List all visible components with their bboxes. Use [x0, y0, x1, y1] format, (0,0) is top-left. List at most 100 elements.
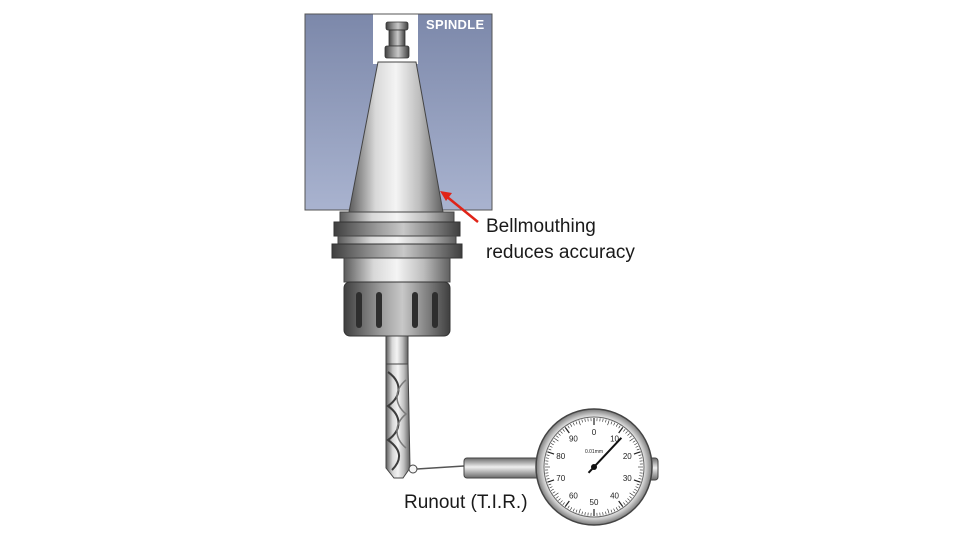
dial-tick: [632, 491, 636, 494]
dial-tick: [613, 422, 616, 426]
dial-indicator: 0 10 20 30 40 50 60 70 80 90 0.01mm: [535, 408, 659, 526]
dial-tick: [570, 507, 573, 511]
dial-tick: [578, 508, 581, 514]
dial-number: 30: [623, 474, 632, 483]
dial-tick: [575, 421, 578, 425]
dial-tick: [547, 451, 555, 455]
dial-tick: [560, 431, 563, 434]
dial-tick: [549, 445, 553, 448]
dial-tick: [602, 512, 604, 516]
toolholder-flange: [331, 211, 463, 259]
dial-tick: [558, 433, 561, 436]
dial-tick: [639, 457, 643, 459]
dial-tick: [562, 502, 565, 505]
dial-number: 0: [592, 428, 597, 437]
dial-tick: [570, 423, 573, 427]
dial-tick: [552, 491, 556, 494]
dial-number: 60: [569, 491, 578, 500]
dial-tick: [635, 445, 639, 448]
dial-tick: [575, 509, 578, 513]
dial-tick: [550, 443, 554, 446]
dial-tick: [564, 427, 570, 434]
collet-nut: [343, 257, 451, 337]
dial-tick: [636, 448, 640, 451]
dial-tick: [638, 478, 642, 480]
dial-tick: [618, 427, 624, 434]
dial-tick: [615, 423, 618, 427]
dial-tick: [581, 419, 583, 423]
dial-tick: [634, 488, 638, 491]
dial-tick: [567, 505, 570, 509]
dial-probe: [408, 457, 543, 479]
dial-tick: [632, 440, 636, 443]
dial-tick: [627, 433, 630, 436]
dial-tick: [610, 509, 613, 513]
dial-number: 10: [610, 435, 619, 444]
spindle-label: SPINDLE: [426, 17, 485, 32]
dial-tick: [554, 492, 559, 497]
dial-tick: [602, 418, 604, 422]
dial-tick: [627, 498, 630, 501]
dial-tick: [618, 505, 621, 509]
bellmouthing-label-line1: Bellmouthing: [486, 216, 596, 237]
dial-number: 70: [556, 474, 565, 483]
dial-tick: [584, 418, 586, 422]
dial-tick: [581, 511, 583, 515]
dial-number: 80: [556, 452, 565, 461]
dial-tick: [623, 502, 626, 505]
dial-tick: [633, 479, 641, 483]
retention-knob: [384, 21, 410, 59]
dial-tick: [618, 425, 621, 429]
dial-tick: [556, 435, 559, 438]
dial-tick: [618, 500, 624, 507]
bellmouthing-arrow: [440, 191, 479, 223]
dial-tick: [610, 421, 613, 425]
dial-tick: [578, 420, 581, 426]
dial-tick: [629, 496, 632, 499]
dial-tick: [629, 492, 634, 497]
dial-tick: [562, 429, 565, 432]
dial-tick: [638, 454, 642, 456]
dial-tick: [546, 454, 550, 456]
dial-tick: [572, 508, 575, 512]
dial-tick: [625, 500, 628, 503]
dial-tick: [556, 496, 559, 499]
dial-tick: [552, 440, 556, 443]
dial-tick: [635, 486, 639, 489]
dial-number: 50: [590, 498, 599, 507]
dial-tick: [605, 419, 607, 423]
dial-tick: [607, 420, 610, 426]
dial-tick: [545, 457, 549, 459]
dial-tick: [549, 486, 553, 489]
dial-tick: [567, 425, 570, 429]
dial-unit-label: 0.01mm: [585, 449, 603, 455]
drill-bit: [385, 335, 411, 479]
dial-tick: [547, 479, 555, 483]
dial-tick: [545, 475, 549, 477]
dial-tick: [634, 443, 638, 446]
dial-number: 40: [610, 491, 619, 500]
dial-tick: [629, 435, 632, 438]
dial-tick: [625, 431, 628, 434]
dial-tick: [548, 448, 552, 451]
dial-tick: [572, 422, 575, 426]
dial-tick: [623, 429, 626, 432]
dial-tick: [615, 507, 618, 511]
dial-tick: [558, 498, 561, 501]
dial-tick: [560, 500, 563, 503]
dial-tick: [629, 437, 634, 442]
dial-tick: [605, 511, 607, 515]
dial-number: 20: [623, 452, 632, 461]
dial-tick: [584, 512, 586, 516]
dial-tick: [548, 483, 552, 486]
dial-number: 90: [569, 435, 578, 444]
dial-tick: [607, 508, 610, 514]
dial-tick: [613, 508, 616, 512]
dial-tick: [546, 478, 550, 480]
runout-label: Runout (T.I.R.): [404, 492, 528, 513]
dial-tick: [639, 475, 643, 477]
dial-tick: [554, 437, 559, 442]
dial-tick: [633, 451, 641, 455]
dial-tick: [550, 488, 554, 491]
